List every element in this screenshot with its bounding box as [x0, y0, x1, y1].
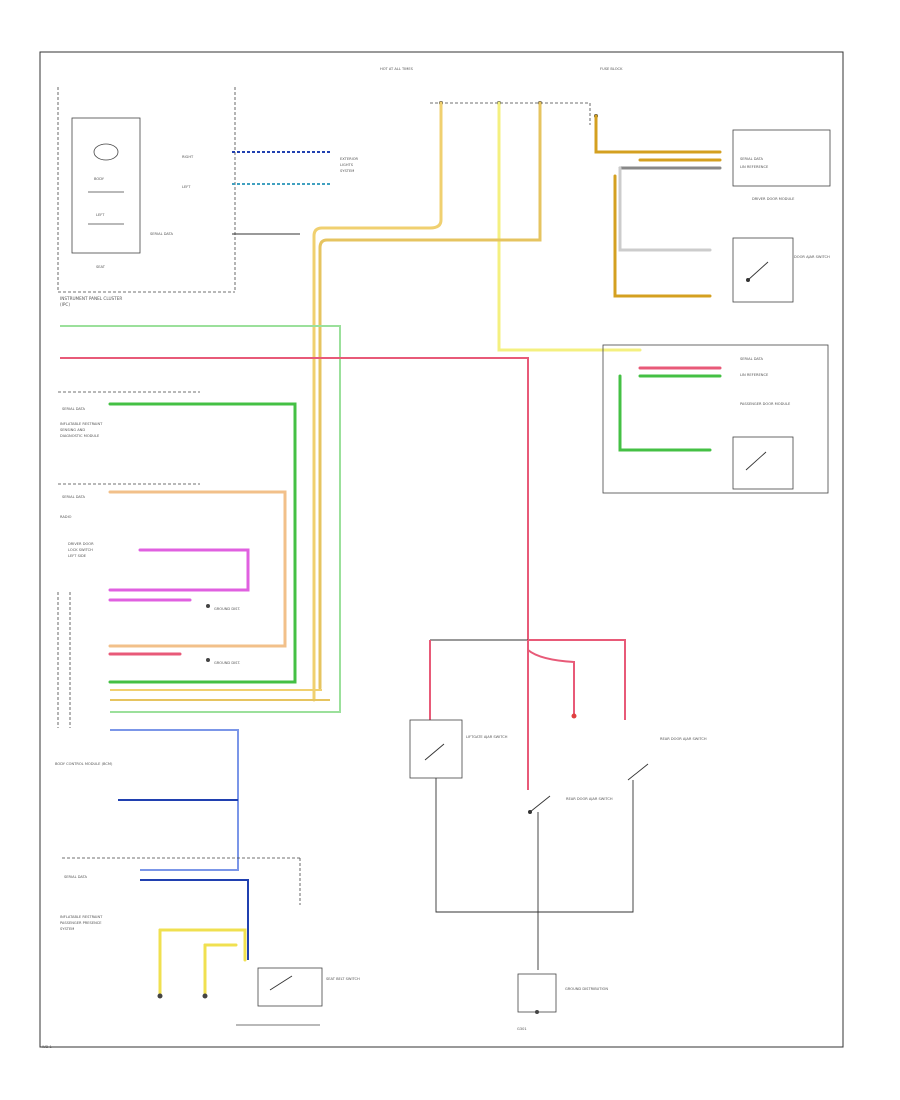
svg-text:REAR DOOR AJAR SWITCH: REAR DOOR AJAR SWITCH: [566, 797, 613, 801]
svg-text:EXTERIOR: EXTERIOR: [340, 157, 359, 161]
top-splice-block: HOT AT ALL TIMES FUSE BLOCK: [380, 67, 623, 125]
liftgate-ajar-switch: LIFTGATE AJAR SWITCH: [409, 719, 508, 779]
driver-door-ajar-switch: DOOR AJAR SWITCH: [732, 237, 830, 303]
driver-door-module: SERIAL DATA LIN REFERENCE DRIVER DOOR MO…: [732, 129, 831, 201]
svg-text:SERIAL DATA: SERIAL DATA: [64, 875, 88, 879]
svg-text:LEFT: LEFT: [182, 185, 191, 189]
svg-text:FUSE BLOCK: FUSE BLOCK: [600, 67, 623, 71]
left-rear-door-ajar-switch: REAR DOOR AJAR SWITCH: [528, 795, 613, 814]
svg-text:SYSTEM: SYSTEM: [340, 169, 354, 173]
svg-text:DRIVER DOOR MODULE: DRIVER DOOR MODULE: [752, 197, 795, 201]
svg-text:SERIAL DATA: SERIAL DATA: [740, 357, 764, 361]
svg-text:GROUND DIST.: GROUND DIST.: [214, 661, 240, 665]
svg-text:LIGHTS: LIGHTS: [340, 163, 354, 167]
svg-text:GROUND DIST.: GROUND DIST.: [214, 607, 240, 611]
svg-text:PASSENGER DOOR MODULE: PASSENGER DOOR MODULE: [740, 402, 791, 406]
svg-text:SERIAL DATA: SERIAL DATA: [150, 232, 174, 236]
svg-text:SEAT BELT SWITCH: SEAT BELT SWITCH: [326, 977, 360, 981]
svg-text:RIGHT: RIGHT: [182, 155, 194, 159]
svg-text:SERIAL DATA: SERIAL DATA: [740, 157, 764, 161]
svg-text:BODY: BODY: [94, 177, 105, 181]
instrument-panel-cluster: BODY LEFT SEAT INSTRUMENT PANEL CLUSTER …: [57, 87, 236, 307]
svg-text:LIN REFERENCE: LIN REFERENCE: [740, 373, 769, 377]
svg-text:DIAGNOSTIC MODULE: DIAGNOSTIC MODULE: [60, 434, 100, 438]
ipc-label: INSTRUMENT PANEL CLUSTER: [60, 296, 122, 301]
svg-text:LIFTGATE AJAR SWITCH: LIFTGATE AJAR SWITCH: [466, 735, 508, 739]
footer-label: WD 1: [42, 1045, 52, 1049]
center-splice: [429, 639, 626, 790]
ipc-sublabel: (IPC): [60, 302, 70, 307]
seatbelt-module: SERIAL DATA INFLATABLE RESTRAINT PASSENG…: [60, 857, 301, 931]
svg-text:INFLATABLE RESTRAINT: INFLATABLE RESTRAINT: [60, 915, 103, 919]
svg-text:SEAT: SEAT: [96, 265, 106, 269]
svg-text:REAR DOOR AJAR SWITCH: REAR DOOR AJAR SWITCH: [660, 737, 707, 741]
svg-text:SYSTEM: SYSTEM: [60, 927, 74, 931]
svg-text:SENSING AND: SENSING AND: [60, 428, 85, 432]
svg-text:HOT AT ALL TIMES: HOT AT ALL TIMES: [380, 67, 414, 71]
body-control-module: BODY CONTROL MODULE (BCM): [55, 592, 113, 766]
svg-text:LEFT SIDE: LEFT SIDE: [68, 554, 87, 558]
svg-text:PASSENGER PRESENCE: PASSENGER PRESENCE: [60, 921, 102, 925]
seatbelt-switch: SEAT BELT SWITCH: [236, 967, 360, 1026]
svg-text:DOOR AJAR SWITCH: DOOR AJAR SWITCH: [794, 255, 830, 259]
svg-text:BODY CONTROL MODULE (BCM): BODY CONTROL MODULE (BCM): [55, 762, 113, 766]
svg-text:DRIVER DOOR: DRIVER DOOR: [68, 542, 94, 546]
svg-text:LOCK SWITCH: LOCK SWITCH: [68, 548, 93, 552]
diagram-frame: [39, 51, 844, 1048]
left-modules: SERIAL DATA INFLATABLE RESTRAINT SENSING…: [58, 391, 200, 558]
ground-distribution: GROUND DISTRIBUTION G301: [517, 973, 608, 1031]
svg-text:GROUND DISTRIBUTION: GROUND DISTRIBUTION: [565, 987, 608, 991]
right-rear-door-ajar-switch: REAR DOOR AJAR SWITCH: [627, 737, 707, 781]
svg-text:G301: G301: [517, 1027, 527, 1031]
svg-text:INFLATABLE RESTRAINT: INFLATABLE RESTRAINT: [60, 422, 103, 426]
svg-text:SERIAL DATA: SERIAL DATA: [62, 495, 86, 499]
svg-text:LIN REFERENCE: LIN REFERENCE: [740, 165, 769, 169]
svg-text:SERIAL DATA: SERIAL DATA: [62, 407, 86, 411]
passenger-door-module: SERIAL DATA LIN REFERENCE PASSENGER DOOR…: [602, 344, 829, 494]
svg-text:RADIO: RADIO: [60, 515, 72, 519]
svg-text:LEFT: LEFT: [96, 213, 105, 217]
